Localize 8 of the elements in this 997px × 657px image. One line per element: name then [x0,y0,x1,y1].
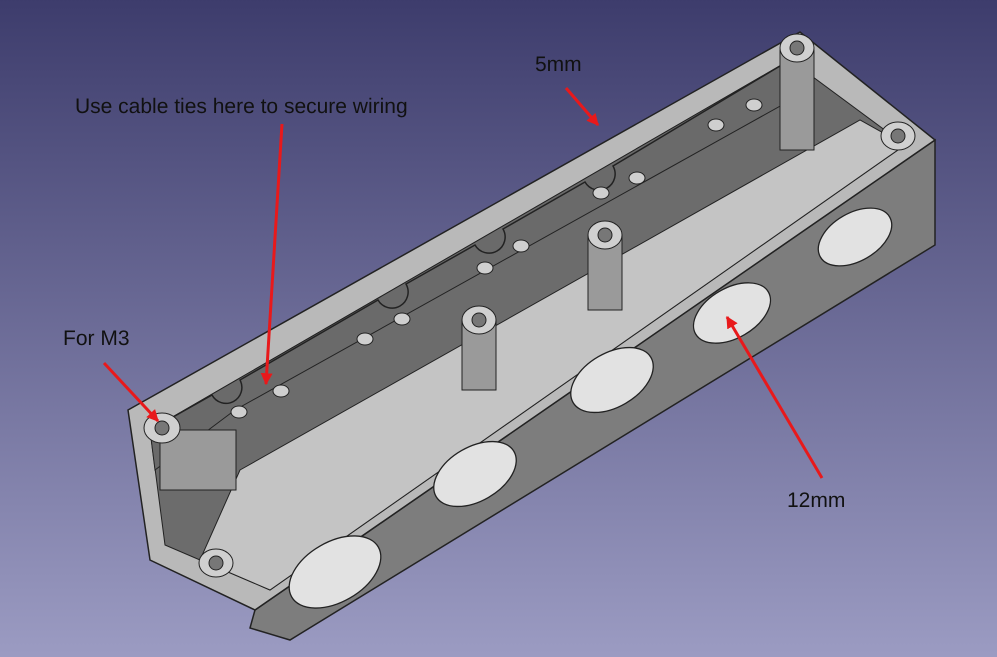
note-text: For M3 [63,327,130,350]
leader-line [102,362,160,422]
note-text: Use cable ties here to secure wiring [75,95,408,118]
dimension-label: 12mm [787,489,846,512]
leader-line [726,316,824,479]
leader-line [564,87,600,126]
dimension-label: 5mm [535,53,582,76]
leader-line [260,124,284,386]
